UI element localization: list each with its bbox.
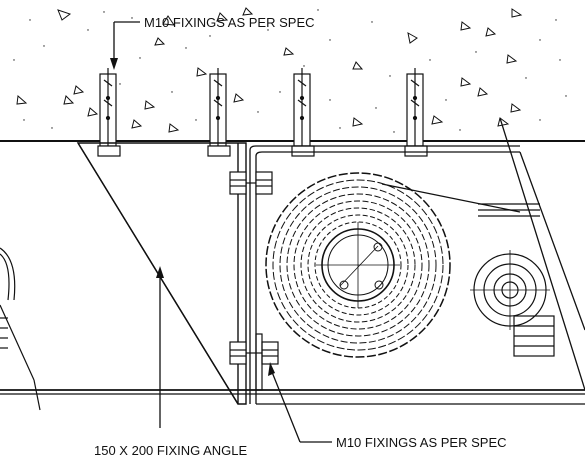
concrete-slab: [0, 7, 585, 142]
bolt-top: [229, 171, 273, 195]
label-top-fixings: M10 FIXINGS AS PER SPEC: [144, 15, 315, 30]
adjacent-unit: [0, 247, 41, 411]
leader-lines: [110, 21, 332, 443]
leader-fixing-angle: [156, 266, 164, 428]
leader-bottom-fixings: [268, 362, 332, 443]
aggregate-triangles: [16, 7, 523, 133]
leader-top-fixings: [110, 21, 140, 70]
aggregate-dots: [13, 9, 567, 133]
fan-wheel: [265, 172, 451, 358]
unit-housing: [0, 117, 585, 405]
label-bottom-fixings: M10 FIXINGS AS PER SPEC: [336, 435, 507, 450]
anchor-bolts: [97, 68, 428, 157]
motor-pulley: [470, 250, 555, 357]
anchor-bolt: [207, 68, 231, 157]
label-fixing-angle: 150 X 200 FIXING ANGLE: [94, 443, 248, 458]
anchor-bolt: [291, 68, 315, 157]
bolt-bottom: [229, 333, 279, 391]
anchor-bolt: [97, 68, 121, 157]
anchor-bolt: [404, 68, 428, 157]
angle-bolts: [229, 171, 279, 391]
